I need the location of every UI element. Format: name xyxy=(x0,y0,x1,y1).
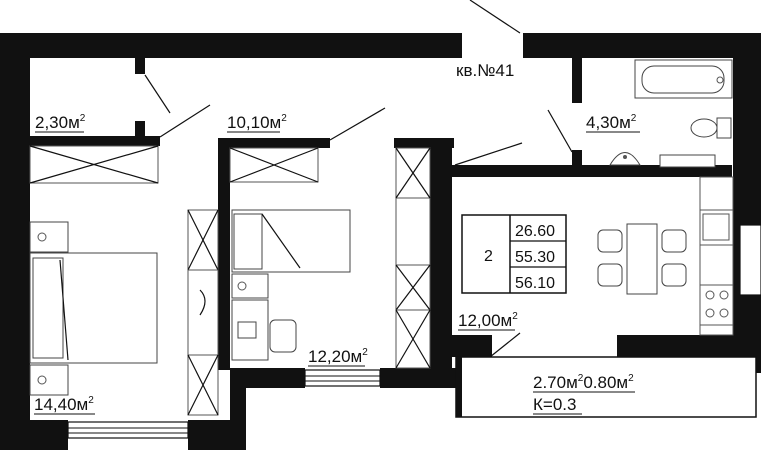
bathtub-icon xyxy=(634,59,733,99)
svg-text:12,00м2: 12,00м2 xyxy=(458,311,518,330)
stove-icon xyxy=(699,284,734,326)
rooms-count: 2 xyxy=(484,248,493,265)
desk-chair xyxy=(199,289,297,361)
toilet-icon xyxy=(690,117,732,139)
balcony xyxy=(455,332,757,418)
svg-text:14,40м2: 14,40м2 xyxy=(34,395,94,414)
windows xyxy=(67,224,761,439)
balcony-area: 2.70м20.80м2 К=0.3 xyxy=(533,373,635,415)
bathroom-area: 4,30м2 xyxy=(586,113,640,133)
table-icon xyxy=(597,223,687,295)
bath-shelf xyxy=(659,154,716,168)
walls xyxy=(0,33,761,450)
kitchen-area: 12,00м2 xyxy=(458,311,518,331)
svg-text:2,30м2: 2,30м2 xyxy=(35,113,86,132)
hall-area: 2,30м2 xyxy=(35,113,86,133)
balcony-coef: К=0.3 xyxy=(533,395,576,414)
apartment-label: кв.№41 xyxy=(456,61,514,80)
stat-total-area-with-balcony: 56.10 xyxy=(515,275,555,292)
bed-icon xyxy=(29,209,351,396)
svg-text:4,30м2: 4,30м2 xyxy=(586,113,637,132)
bedroom-large-area: 14,40м2 xyxy=(34,395,95,415)
corridor-area: 10,10м2 xyxy=(227,113,287,133)
svg-text:10,10м2: 10,10м2 xyxy=(227,113,287,132)
stat-living-area: 26.60 xyxy=(515,223,555,240)
stat-total-area: 55.30 xyxy=(515,249,555,266)
svg-text:2.70м20.80м2: 2.70м20.80м2 xyxy=(533,373,634,392)
bedroom-small-area: 12,20м2 xyxy=(308,347,368,367)
sink-icon xyxy=(609,152,641,166)
svg-text:12,20м2: 12,20м2 xyxy=(308,347,368,366)
door-swing-icon xyxy=(144,0,573,166)
stats-box: 2 26.60 55.30 56.10 xyxy=(461,214,567,294)
